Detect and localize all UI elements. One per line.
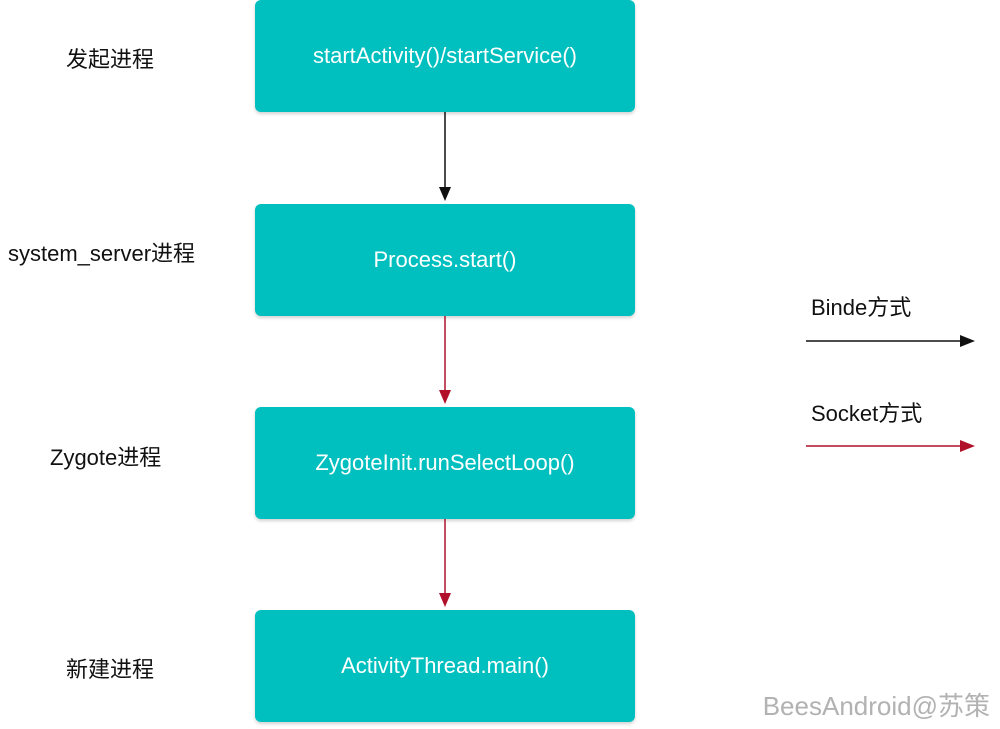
stage-label-zygote: Zygote进程	[50, 445, 162, 470]
legend-socket-label: Socket方式	[811, 401, 923, 426]
legend-binder-label: Binde方式	[811, 295, 912, 320]
call-box-start-activity: startActivity()/startService()	[255, 0, 635, 112]
stage-label-new-process: 新建进程	[66, 657, 155, 682]
call-box-text: startActivity()/startService()	[312, 43, 578, 68]
binder-arrow-1	[439, 112, 451, 201]
legend-socket-arrow	[806, 440, 975, 452]
stage-label-initiator: 发起进程	[66, 47, 155, 72]
call-box-text: ZygoteInit.runSelectLoop()	[315, 450, 575, 475]
call-box-activity-thread: ActivityThread.main()	[255, 610, 635, 722]
watermark: BeesAndroid@苏策	[762, 691, 990, 721]
stage-label-system-server: system_server进程	[8, 241, 196, 266]
call-box-process-start: Process.start()	[255, 204, 635, 316]
socket-arrow-1	[439, 316, 451, 404]
call-box-text: Process.start()	[373, 247, 517, 272]
legend-binder-arrow	[806, 335, 975, 347]
call-box-text: ActivityThread.main()	[341, 653, 549, 678]
call-box-zygote-loop: ZygoteInit.runSelectLoop()	[255, 407, 635, 519]
socket-arrow-2	[439, 519, 451, 607]
